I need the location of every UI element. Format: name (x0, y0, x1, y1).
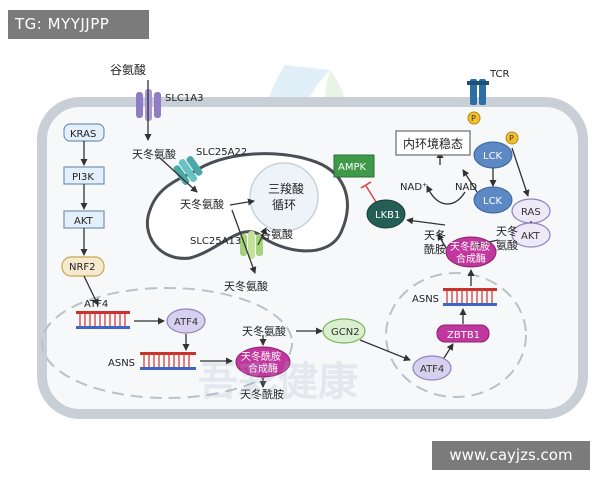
homeostasis-box (395, 130, 471, 156)
zbtb1-box (436, 324, 490, 343)
nrf2-box (61, 256, 105, 277)
label-akt-right: AKT (521, 231, 541, 242)
label-nrf2: NRF2 (69, 262, 96, 273)
label-nad-plus: NAD⁺ (400, 182, 427, 193)
atf4-right-node (412, 355, 452, 381)
label-aspartate-right-2: 氨酸 (496, 238, 518, 252)
label-asns-enzyme-left-2: 合成酶 (248, 362, 278, 375)
label-atf4-left: ATF4 (84, 299, 108, 310)
label-aspartate-below: 天冬氨酸 (224, 279, 268, 293)
gcn2-node (322, 318, 366, 344)
label-kras: KRAS (70, 129, 96, 140)
label-aspartate-right-1: 天冬 (496, 224, 518, 238)
asns-enzyme-left (235, 346, 291, 378)
label-glutamate-mito: 谷氨酸 (260, 227, 293, 241)
dna-left-lower (140, 352, 196, 370)
label-asns-left: ASNS (108, 358, 135, 369)
label-zbtb1: ZBTB1 (447, 330, 480, 341)
label-gcn2: GCN2 (331, 327, 360, 338)
slc25a22-transporter (173, 156, 203, 185)
label-aspartate-mid: 天冬氨酸 (242, 324, 286, 338)
label-asns-enzyme-right-1: 天冬酰胺 (450, 240, 490, 253)
label-tcr: TCR (489, 69, 510, 80)
center-watermark: 吾彩健康 (198, 359, 358, 405)
label-atf4-left-node: ATF4 (174, 317, 198, 328)
lkb1-node (366, 199, 406, 229)
phospho-p1 (467, 111, 481, 125)
label-p1: P (471, 114, 476, 123)
label-p2: P (509, 134, 514, 143)
lck-mid-node (473, 186, 513, 214)
phospho-p2 (505, 131, 519, 145)
label-lck-top: LCK (483, 151, 503, 162)
label-asns-right: ASNS (412, 294, 439, 305)
label-akt-left: AKT (74, 216, 94, 227)
dna-right (443, 288, 497, 306)
label-slc25a22: SLC25A22 (196, 147, 247, 158)
label-aspartate-entry: 天冬氨酸 (132, 147, 176, 161)
label-ras: RAS (521, 207, 541, 218)
tca-cycle-circle (249, 162, 319, 232)
top-watermark: TG: MYYJJPP (8, 10, 149, 39)
label-asns-enzyme-left-1: 天冬酰胺 (241, 350, 281, 363)
label-asparagine-bottom: 天冬酰胺 (240, 387, 284, 401)
nucleus-left (41, 287, 293, 399)
bottom-watermark: www.cayjzs.com (432, 441, 590, 470)
label-tca-line2: 循环 (272, 198, 296, 212)
label-lck-mid: LCK (483, 196, 503, 207)
label-nad: NAD (455, 182, 477, 193)
asns-enzyme-right (445, 236, 497, 268)
label-aspartate-mito: 天冬氨酸 (180, 197, 224, 211)
label-lkb1: LKB1 (375, 210, 400, 221)
label-glutamate-top: 谷氨酸 (110, 62, 146, 77)
label-homeostasis: 内环境稳态 (403, 136, 463, 151)
label-asns-enzyme-right-2: 合成酶 (456, 252, 486, 265)
cell-membrane (37, 97, 588, 419)
label-ampk: AMPK (338, 162, 366, 173)
label-slc1a3: SLC1A3 (165, 93, 203, 104)
label-tca-line1: 三羧酸 (268, 181, 304, 196)
label-slc25a13: SLC25A13 (190, 236, 241, 247)
dna-left-upper (76, 311, 130, 329)
label-asparagine-right-2: 酰胺 (424, 242, 446, 256)
atf4-left-node (166, 308, 206, 334)
tcr-receptor (467, 79, 489, 105)
label-atf4-right: ATF4 (420, 364, 444, 375)
label-asparagine-right-1: 天冬 (424, 228, 446, 242)
label-pi3k: PI3K (72, 172, 94, 183)
ampk-box (333, 154, 375, 178)
nucleus-right (385, 272, 527, 398)
